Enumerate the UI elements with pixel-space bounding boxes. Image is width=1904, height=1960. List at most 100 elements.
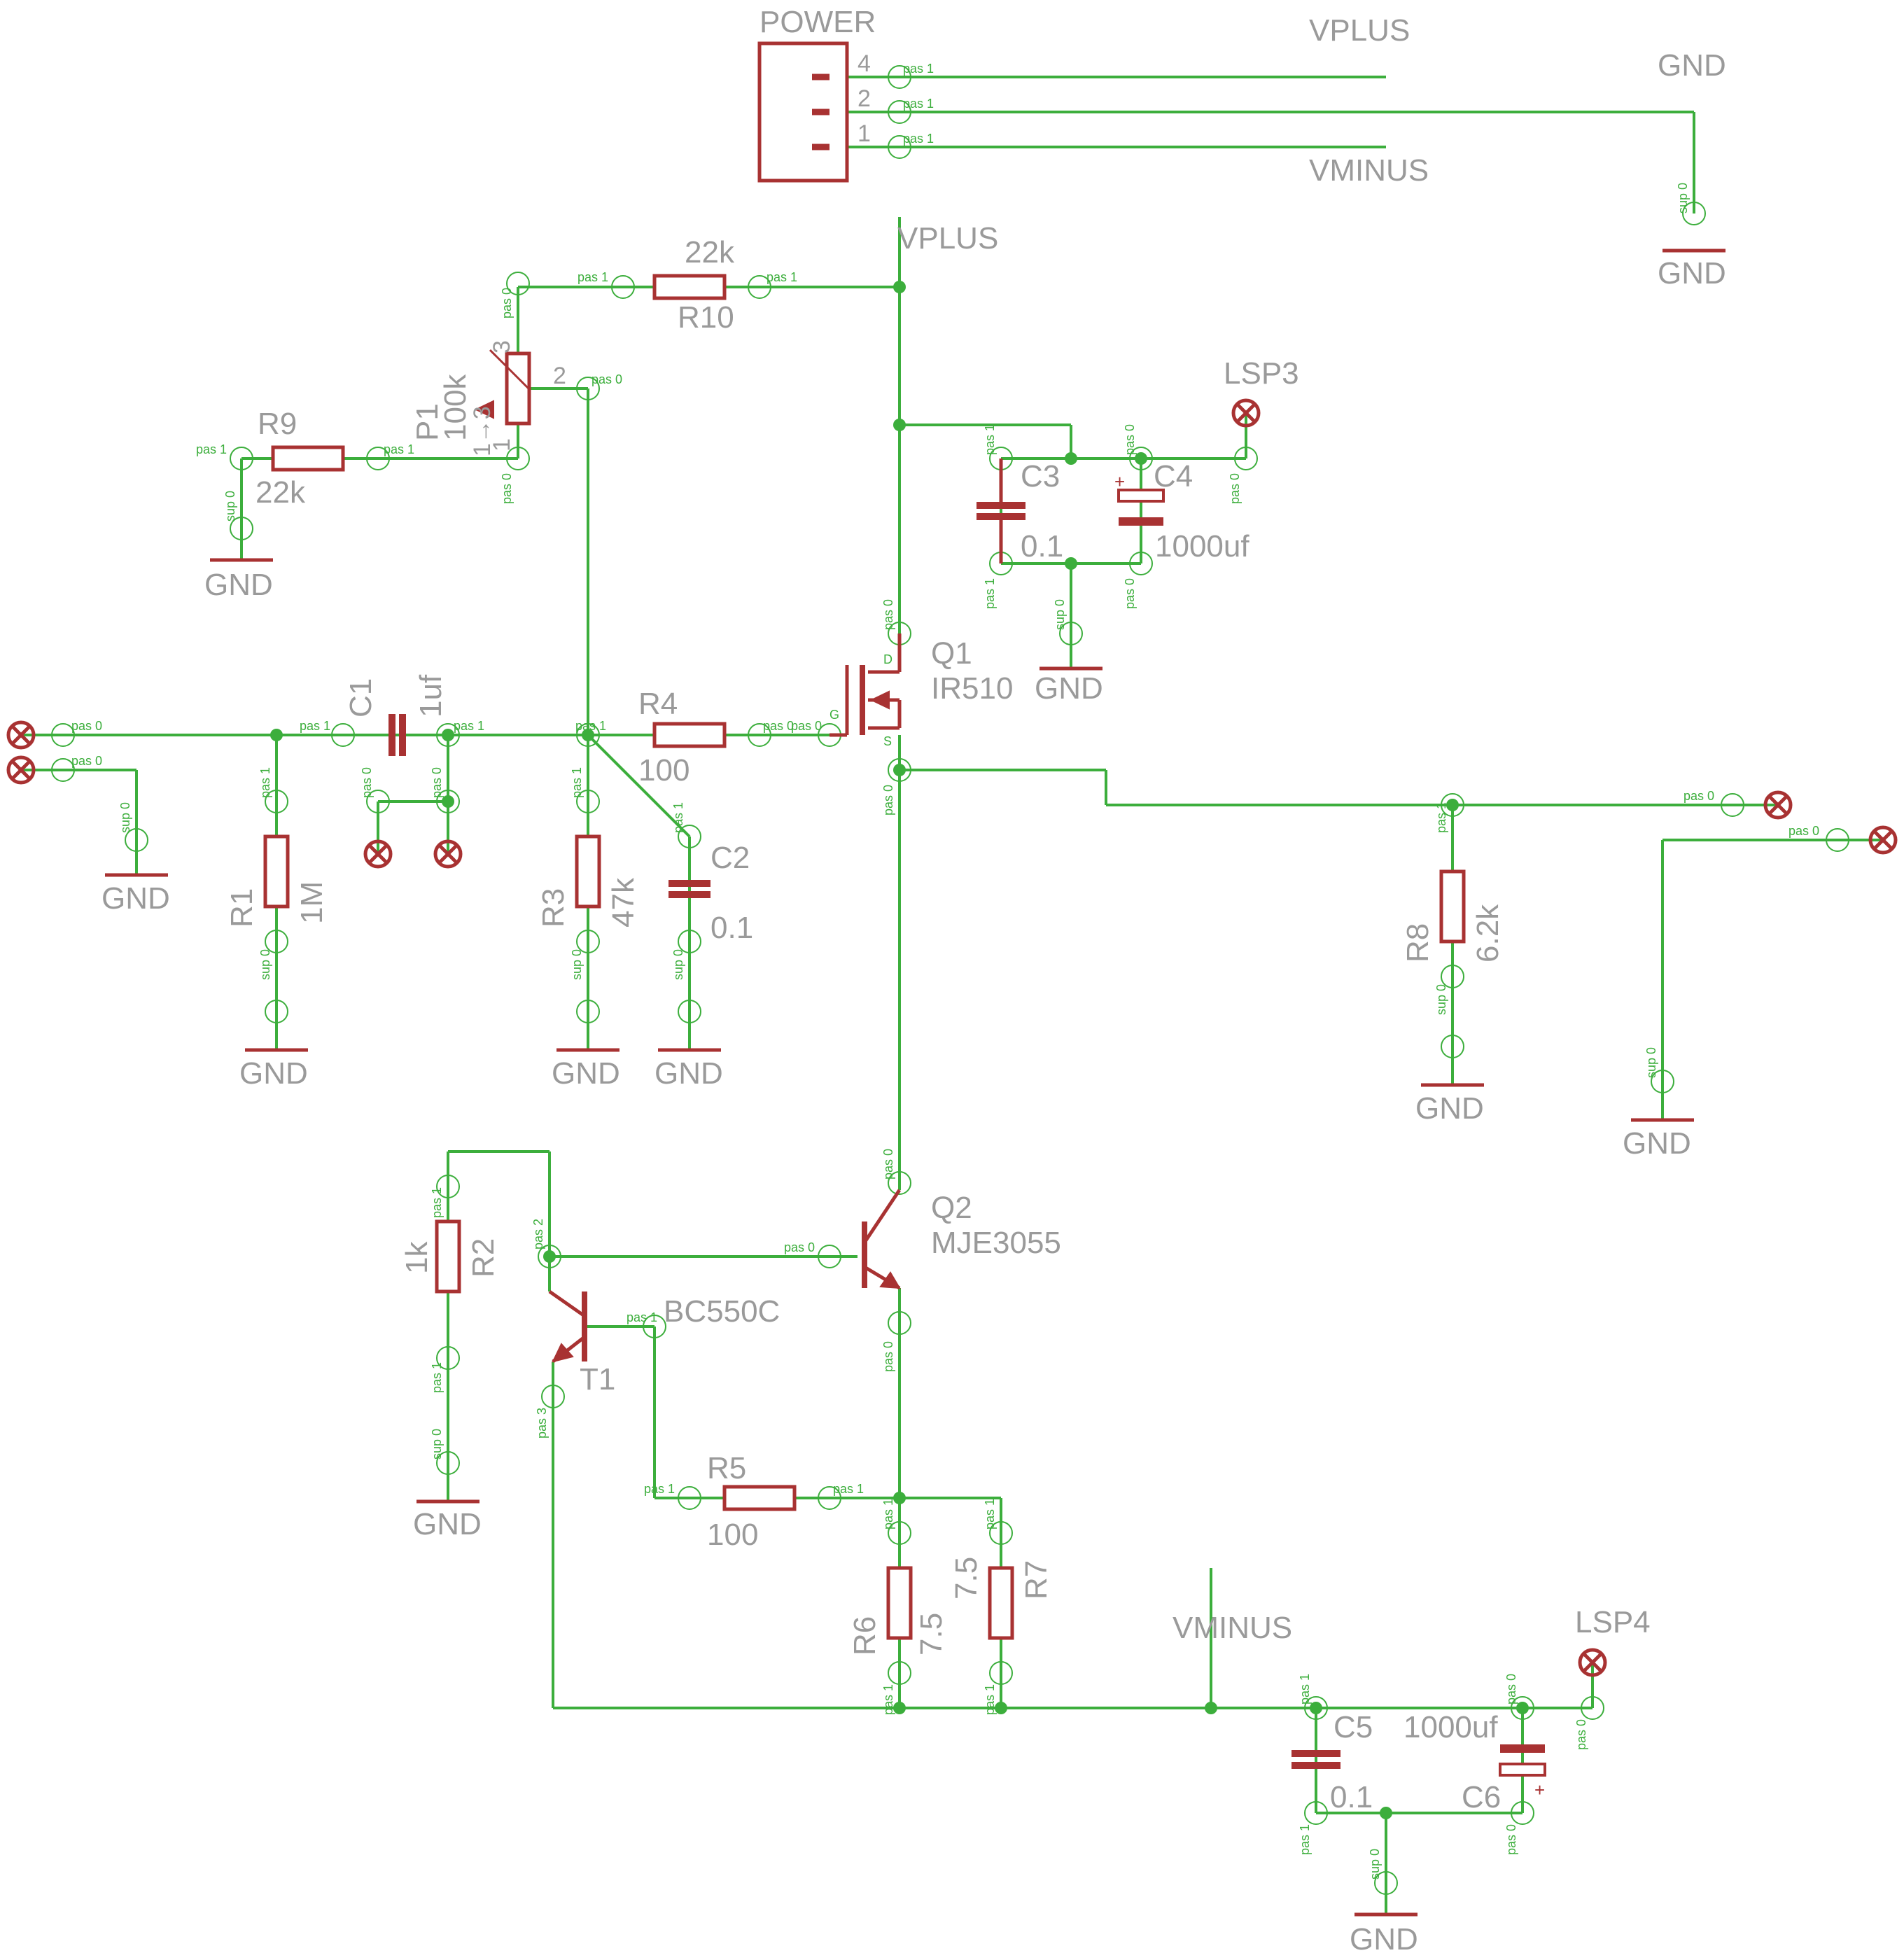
pin-label: pas 1 bbox=[983, 578, 997, 609]
pin-label: sup 0 bbox=[1053, 599, 1067, 630]
c6-name: C6 bbox=[1462, 1780, 1501, 1814]
pin-label: pas 0 bbox=[430, 767, 444, 798]
r5-value: 100 bbox=[707, 1518, 758, 1552]
r1-body bbox=[263, 834, 290, 909]
pin-label: pas 1 bbox=[983, 1499, 997, 1530]
test-point-c1b bbox=[433, 839, 463, 869]
pin-label: pas 1 bbox=[644, 1482, 675, 1496]
junction bbox=[893, 1702, 906, 1714]
pin-label: pas 0 bbox=[763, 719, 794, 733]
pin-label: pas 1 bbox=[903, 62, 934, 76]
t1-name: T1 bbox=[580, 1362, 615, 1396]
net-label-gnd: GND bbox=[413, 1507, 482, 1541]
pin-label: pas 0 bbox=[791, 719, 822, 733]
lsp3-pad bbox=[1231, 398, 1261, 428]
c3-name: C3 bbox=[1021, 459, 1060, 493]
junction bbox=[543, 1250, 556, 1263]
r6-value: 7.5 bbox=[914, 1613, 948, 1656]
q2-value: MJE3055 bbox=[931, 1226, 1061, 1260]
r9-body bbox=[271, 445, 345, 472]
net-label-gnd: GND bbox=[239, 1056, 308, 1091]
junction bbox=[582, 729, 594, 741]
pin-label: pas 1 bbox=[454, 719, 484, 733]
q1-drain-pin: D bbox=[883, 652, 892, 666]
pin-label: pas 0 bbox=[1574, 1719, 1588, 1750]
test-point-out2 bbox=[1868, 825, 1898, 855]
q2-name: Q2 bbox=[931, 1191, 972, 1225]
r2-body bbox=[435, 1219, 461, 1294]
pin-label: sup 0 bbox=[258, 949, 272, 980]
net-label-gnd: GND bbox=[1658, 48, 1726, 83]
pin-label: pas 0 bbox=[1228, 473, 1242, 504]
power-pin-number: 1 bbox=[858, 120, 871, 147]
p1-name: P1 bbox=[410, 403, 444, 441]
pin-label: pas 0 bbox=[592, 372, 622, 386]
r5-name: R5 bbox=[707, 1451, 746, 1485]
pin-label: pas 2 bbox=[531, 1219, 545, 1250]
r10-body bbox=[652, 274, 727, 300]
pin-label: sup 0 bbox=[1676, 183, 1690, 214]
net-label-vminus: VMINUS bbox=[1309, 153, 1429, 188]
pin-label: sup 0 bbox=[223, 491, 237, 522]
power-pin-number: 2 bbox=[858, 85, 871, 112]
test-point-in2 bbox=[6, 755, 36, 785]
c2-value: 0.1 bbox=[710, 911, 753, 945]
pin-label: sup 0 bbox=[1434, 984, 1448, 1015]
pin-label: pas 0 bbox=[500, 288, 514, 318]
r7-value: 7.5 bbox=[949, 1557, 983, 1600]
pin-label: pas 0 bbox=[71, 754, 102, 768]
pin-label: sup 0 bbox=[671, 949, 685, 980]
pin-label: pas 1 bbox=[983, 424, 997, 455]
r7-name: R7 bbox=[1019, 1560, 1054, 1600]
net-label-gnd: GND bbox=[1035, 671, 1103, 706]
net-label-gnd: GND bbox=[1350, 1922, 1418, 1956]
r4-name: R4 bbox=[638, 687, 678, 721]
pin-label: sup 0 bbox=[570, 949, 584, 980]
r5-body bbox=[722, 1485, 797, 1511]
test-point-c1a bbox=[363, 839, 393, 869]
junction bbox=[270, 729, 283, 741]
junction bbox=[1310, 1702, 1322, 1714]
junction bbox=[1380, 1807, 1392, 1819]
r4-value: 100 bbox=[638, 753, 690, 788]
junction bbox=[995, 1702, 1007, 1714]
r8-name: R8 bbox=[1401, 923, 1435, 962]
pin-label: pas 1 bbox=[384, 442, 414, 456]
c4-value: 1000uf bbox=[1155, 529, 1250, 564]
p1-marker: 1→3 bbox=[469, 406, 496, 456]
pin-label: pas 0 bbox=[360, 767, 374, 798]
net-label-gnd: GND bbox=[1415, 1091, 1484, 1126]
junction bbox=[1065, 557, 1077, 570]
pin-label: pas 1 bbox=[626, 1310, 657, 1324]
pin-label: pas 1 bbox=[570, 767, 584, 798]
pin-label: pas 0 bbox=[1504, 1824, 1518, 1855]
pin-label: pas 1 bbox=[300, 719, 330, 733]
power-connector-name: POWER bbox=[760, 5, 876, 39]
pin-label: pas 0 bbox=[1123, 578, 1137, 609]
pin-label: pas 0 bbox=[784, 1240, 815, 1254]
p1-value: 100k bbox=[438, 374, 472, 441]
pin-label: pas 1 bbox=[430, 1362, 444, 1393]
wire-c2-diag bbox=[587, 734, 691, 838]
pin-label: pas 0 bbox=[1504, 1674, 1518, 1704]
q1-gate-pin: G bbox=[830, 708, 839, 722]
pin-label: pas 1 bbox=[903, 97, 934, 111]
c1-value: 1uf bbox=[414, 674, 448, 718]
net-label-gnd: GND bbox=[204, 568, 273, 602]
pin-label: pas 0 bbox=[1123, 424, 1137, 455]
r6-body bbox=[886, 1566, 913, 1640]
lsp4-name: LSP4 bbox=[1575, 1605, 1651, 1639]
net-label-gnd: GND bbox=[1623, 1126, 1691, 1161]
pin-label: sup 0 bbox=[1644, 1047, 1658, 1078]
pin-label: pas 1 bbox=[578, 270, 608, 284]
net-label-gnd: GND bbox=[654, 1056, 723, 1091]
components bbox=[6, 41, 1898, 1917]
pin-label: pas 3 bbox=[535, 1408, 549, 1438]
c5-value: 0.1 bbox=[1330, 1780, 1373, 1814]
pin-label: pas 1 bbox=[881, 1499, 895, 1530]
lsp4-pad bbox=[1578, 1648, 1607, 1677]
net-label-gnd: GND bbox=[102, 881, 170, 916]
test-point-out1 bbox=[1763, 790, 1793, 820]
